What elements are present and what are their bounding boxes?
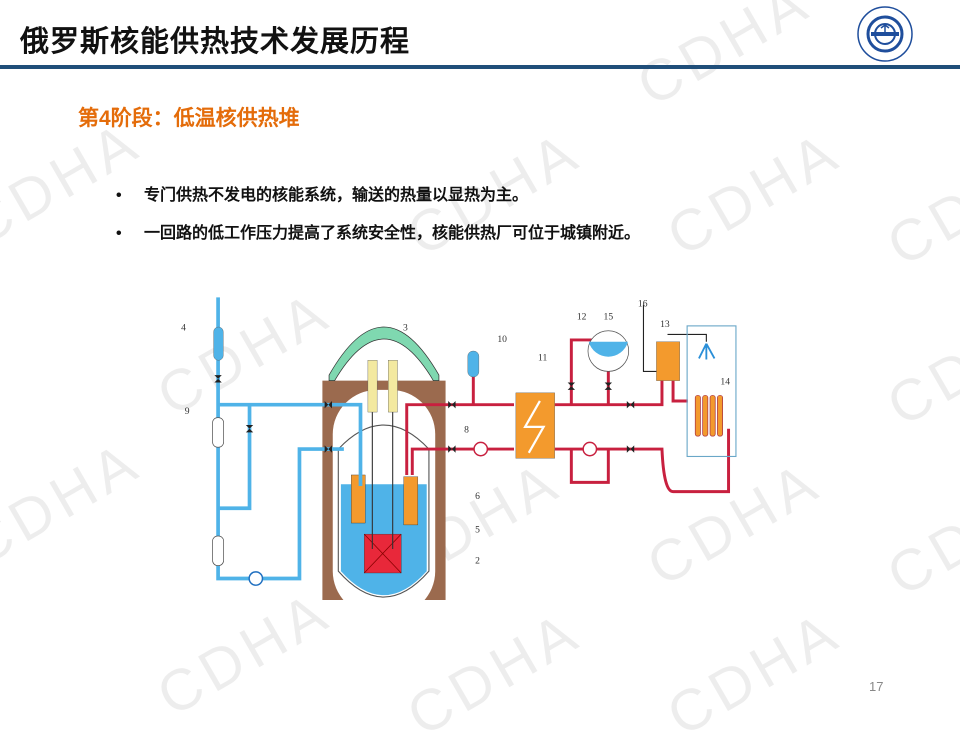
bullet-text: 一回路的低工作压力提高了系统安全性，核能供热厂可位于城镇附近。 bbox=[144, 225, 641, 242]
watermark: CDHA bbox=[656, 118, 852, 269]
watermark: CDHA bbox=[876, 288, 960, 439]
bullet-item: • 一回路的低工作压力提高了系统安全性，核能供热厂可位于城镇附近。 bbox=[116, 219, 640, 243]
control-rod-drive bbox=[367, 360, 378, 413]
label-6: 6 bbox=[475, 491, 480, 502]
label-8: 8 bbox=[464, 424, 469, 435]
reactor-heating-diagram: 1 2 3 4 5 6 7 8 9 10 11 12 13 14 15 16 bbox=[181, 297, 737, 600]
bullet-text: 专门供热不发电的核能系统，输送的热量以显热为主。 bbox=[144, 187, 529, 204]
bullet-item: • 专门供热不发电的核能系统，输送的热量以显热为主。 bbox=[116, 181, 528, 205]
heat-exchanger-left bbox=[351, 474, 366, 524]
watermark: CDHA bbox=[656, 598, 852, 749]
filter-9 bbox=[212, 417, 225, 448]
watermark: CDHA bbox=[0, 428, 152, 579]
pump-icon bbox=[248, 571, 264, 586]
label-2: 2 bbox=[475, 556, 480, 567]
heater-13 bbox=[656, 341, 680, 381]
label-3: 3 bbox=[403, 323, 408, 334]
heat-exchanger-6 bbox=[403, 476, 419, 526]
label-9: 9 bbox=[185, 406, 190, 417]
pump-icon bbox=[582, 441, 598, 457]
expansion-tank-10 bbox=[467, 350, 480, 378]
label-4: 4 bbox=[181, 323, 186, 334]
radiator-icon bbox=[694, 395, 723, 437]
watermark: CDHA bbox=[146, 578, 342, 729]
watermark: CDHA bbox=[876, 458, 960, 609]
valve-icons bbox=[214, 375, 635, 453]
label-16: 16 bbox=[638, 299, 648, 310]
label-12: 12 bbox=[577, 312, 587, 323]
pressurizer-4 bbox=[213, 326, 224, 361]
label-15: 15 bbox=[604, 312, 614, 323]
label-13: 13 bbox=[660, 319, 670, 330]
watermark: CDHA bbox=[626, 0, 822, 119]
pump-icon bbox=[473, 441, 489, 457]
university-logo bbox=[857, 6, 913, 62]
watermark: CDHA bbox=[876, 128, 960, 279]
heat-exchanger-11 bbox=[515, 392, 555, 459]
watermark: CDHA bbox=[396, 598, 592, 749]
consumer-14 bbox=[686, 325, 737, 458]
label-11: 11 bbox=[538, 352, 547, 363]
label-5: 5 bbox=[475, 524, 480, 535]
dome bbox=[328, 326, 440, 382]
bullet-marker: • bbox=[116, 225, 122, 242]
section-subtitle: 第4阶段：低温核供热堆 bbox=[78, 107, 300, 130]
control-rod-drive bbox=[388, 360, 398, 413]
bullet-marker: • bbox=[116, 187, 122, 204]
slide-title: 俄罗斯核能供热技术发展历程 bbox=[20, 26, 411, 58]
header-rule bbox=[0, 65, 960, 69]
filter-9 bbox=[212, 535, 225, 566]
page-number: 17 bbox=[869, 679, 884, 694]
label-14: 14 bbox=[720, 376, 730, 387]
label-10: 10 bbox=[497, 334, 507, 345]
